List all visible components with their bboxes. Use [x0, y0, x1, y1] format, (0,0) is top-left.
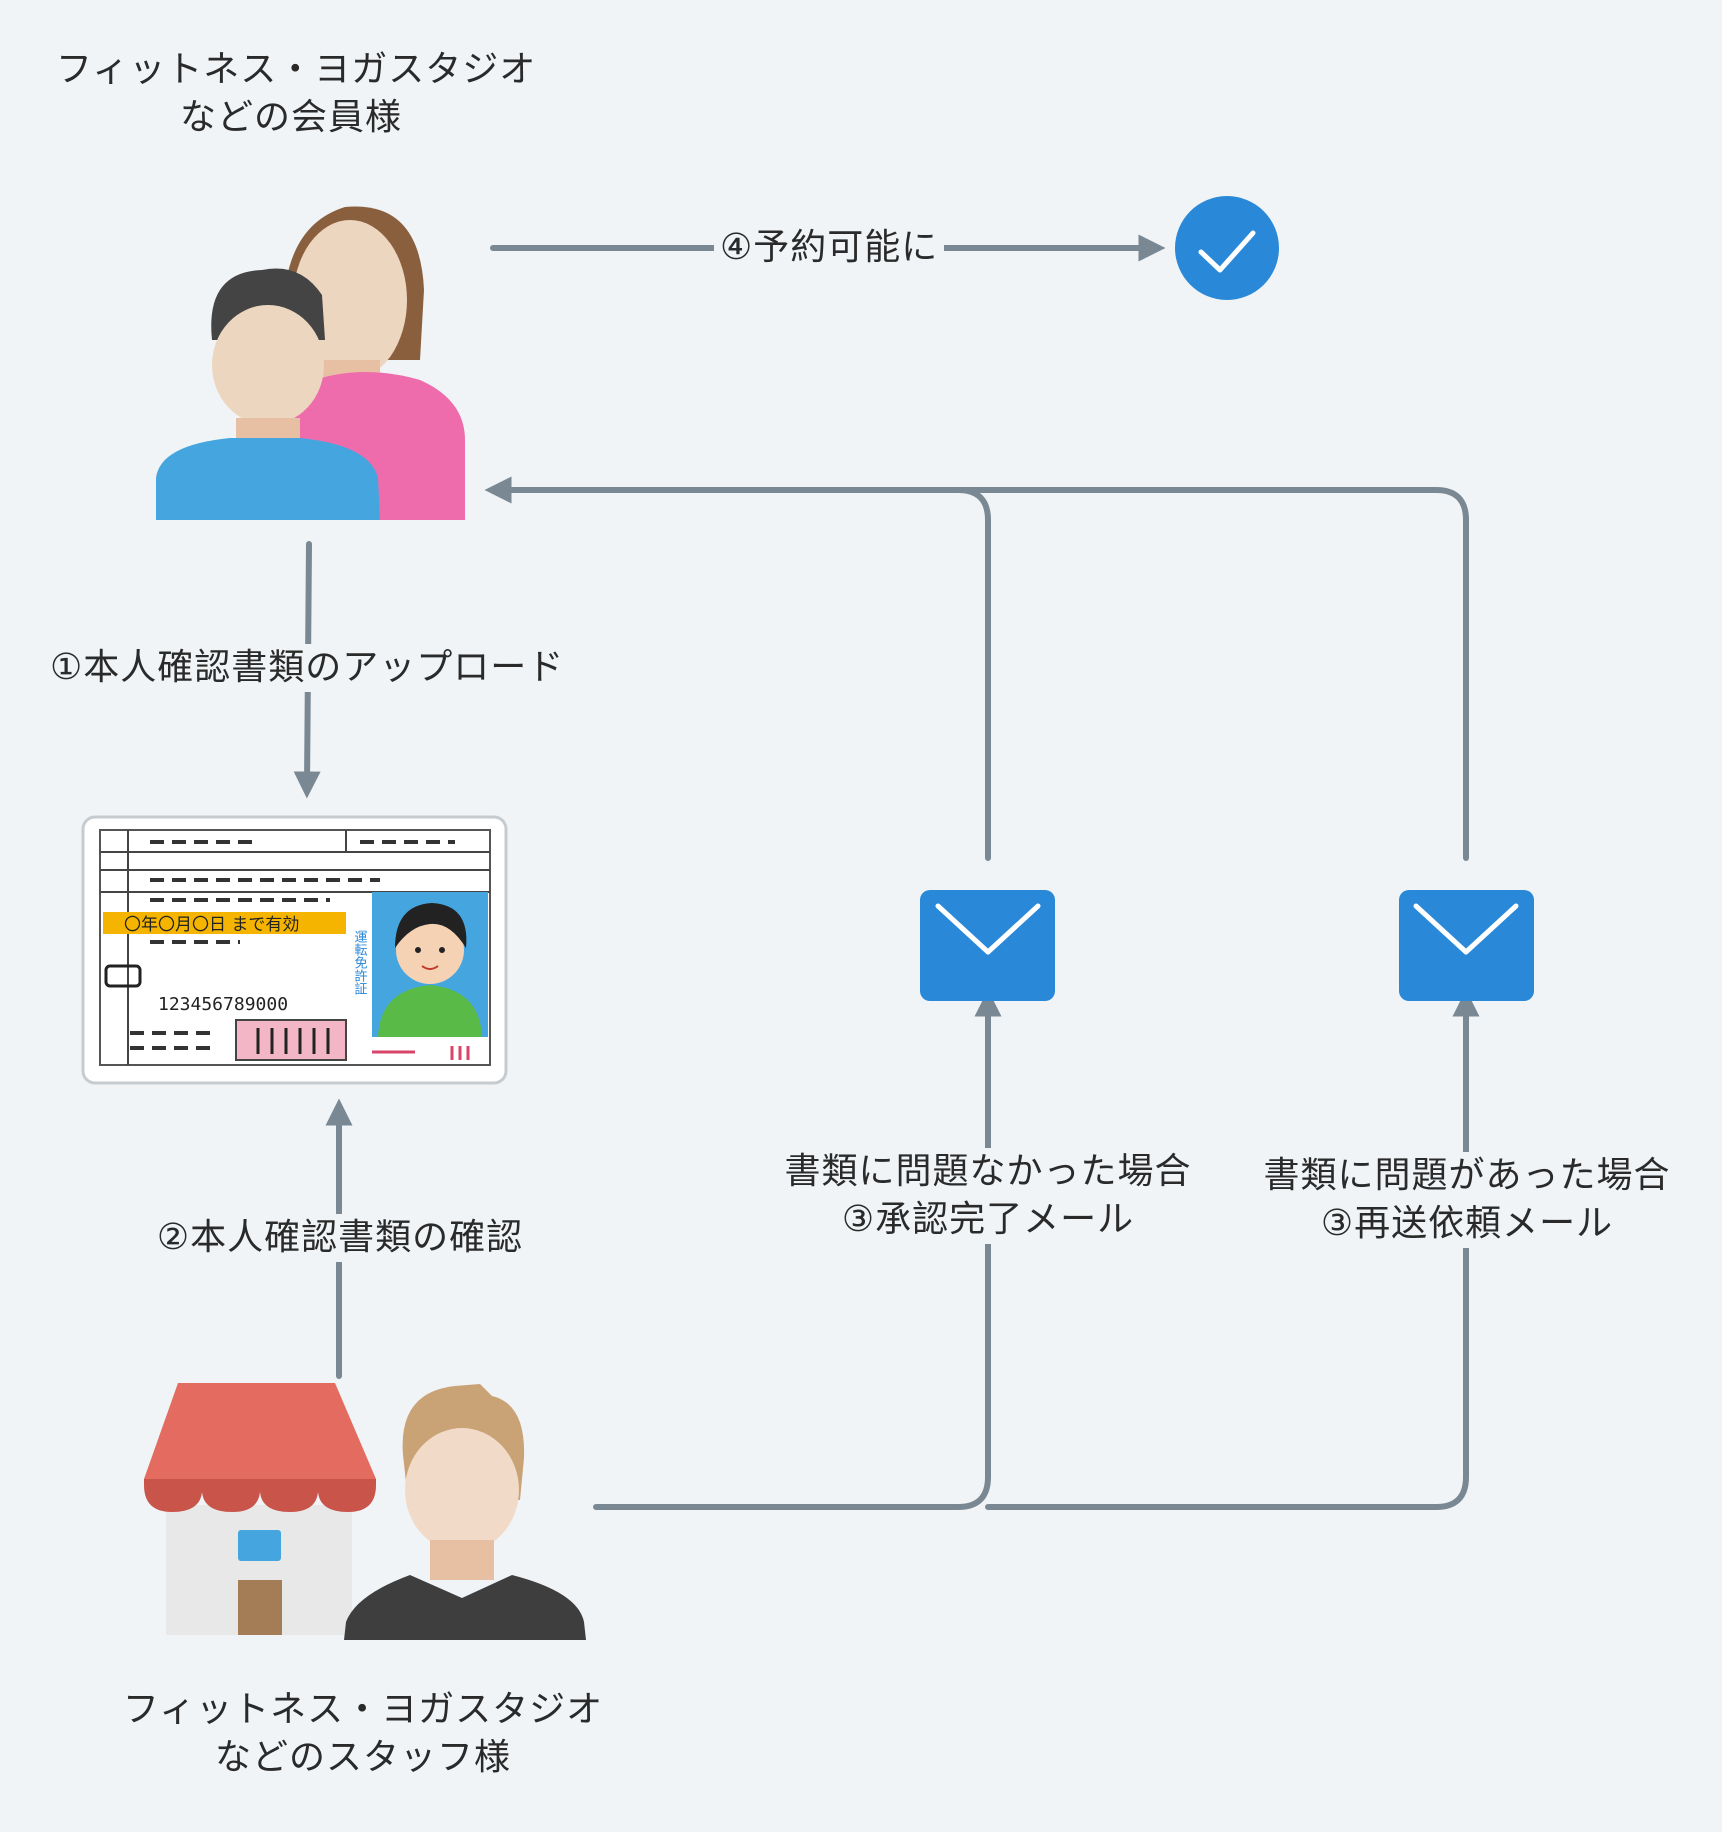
id-card-expiry: 〇年〇月〇日 まで有効	[124, 915, 299, 935]
step-ng-mail-line1: 書類に問題があった場合	[1263, 1155, 1671, 1196]
step-upload-label: ①本人確認書類のアップロード	[50, 644, 563, 692]
member-label-line2: などの会員様	[179, 97, 402, 138]
staff-icon	[344, 1384, 586, 1640]
id-card-vertical-title: 運転免許証	[352, 930, 368, 995]
member-label-line1: フィットネス・ヨガスタジオ	[56, 49, 537, 90]
staff-label: フィットネス・ヨガスタジオ などのスタッフ様	[118, 1686, 608, 1782]
staff-label-line1: フィットネス・ヨガスタジオ	[122, 1689, 604, 1730]
shop-icon	[144, 1383, 376, 1635]
step-ok-mail-line2: ③承認完了メール	[841, 1199, 1135, 1240]
check-circle-icon	[1175, 196, 1279, 300]
arrow-staff-to-mail	[593, 1002, 1469, 1510]
staff-label-line2: などのスタッフ様	[214, 1737, 511, 1778]
id-card-icon: 〇年〇月〇日 まで有効 123456789000 運転免許証	[81, 815, 508, 1085]
id-card-number: 123456789000	[158, 994, 288, 1015]
mail-icon-ok	[920, 890, 1055, 1001]
mail-icon-ng	[1399, 890, 1534, 1001]
step-ng-mail-label: 書類に問題があった場合 ③再送依頼メール	[1262, 1152, 1672, 1248]
members-icon	[156, 206, 465, 520]
step-bookable-label: ④予約可能に	[714, 224, 945, 272]
member-label: フィットネス・ヨガスタジオ などの会員様	[56, 46, 537, 142]
step-ok-mail-line1: 書類に問題なかった場合	[784, 1151, 1192, 1192]
step-check-label: ②本人確認書類の確認	[150, 1214, 530, 1262]
step-ok-mail-label: 書類に問題なかった場合 ③承認完了メール	[780, 1148, 1196, 1244]
arrow-return-to-member	[498, 490, 1469, 861]
step-ng-mail-line2: ③再送依頼メール	[1320, 1203, 1614, 1244]
